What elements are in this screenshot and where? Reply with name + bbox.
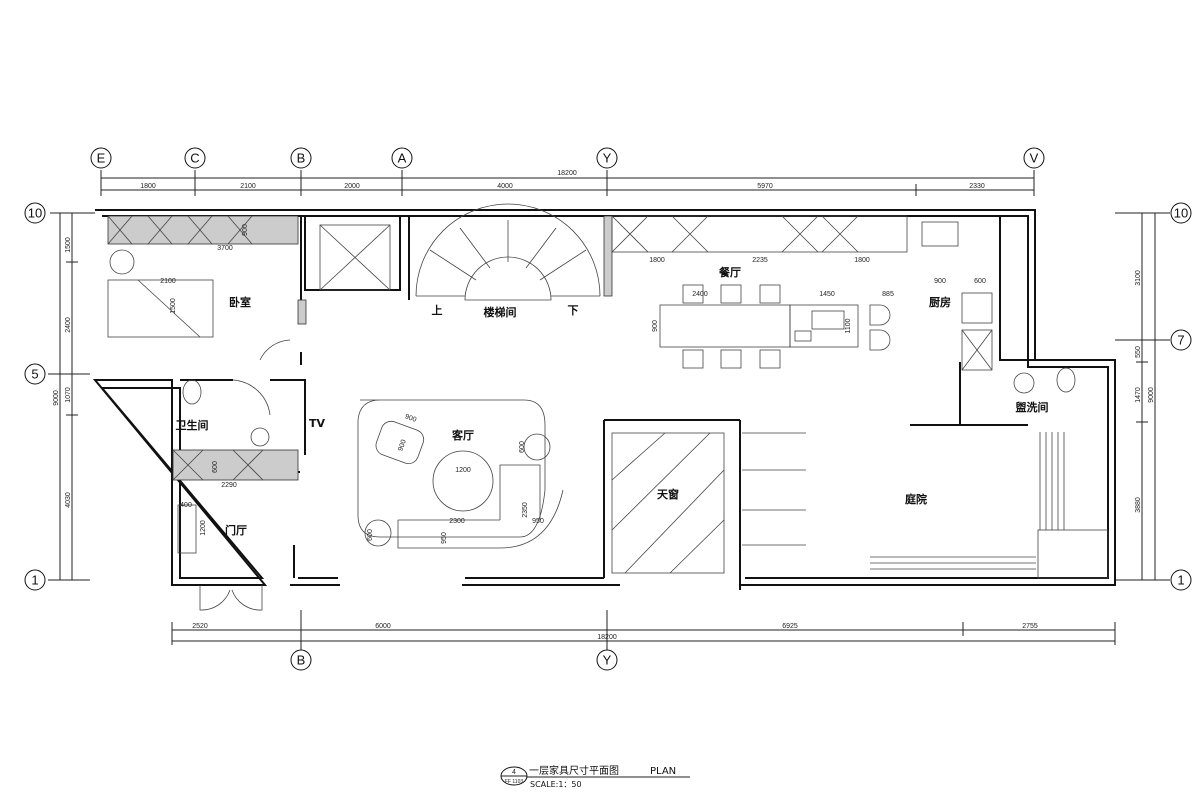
room-stair: 楼梯间	[484, 305, 517, 319]
dim: 1500	[170, 298, 177, 314]
dim: 2350	[522, 502, 529, 518]
dim-right: 3880	[1135, 497, 1142, 513]
dim-top: 2330	[969, 183, 985, 190]
dim: 600	[974, 278, 986, 285]
drawing-label: PLAN	[650, 766, 676, 777]
coffee-table	[432, 450, 494, 512]
bottom-dimensions: 2520 6000 6925 2755 18200 B Y	[171, 610, 1116, 671]
dim-right: 3100	[1135, 270, 1142, 286]
dim: 1100	[845, 318, 852, 333]
dim: 600	[367, 529, 374, 541]
top-axis-bubbles: E C B A Y V	[90, 147, 1045, 169]
axis-label: A	[398, 151, 407, 166]
dim-left-total: 9000	[53, 390, 60, 406]
dim: 2400	[692, 291, 708, 298]
room-courtyard: 庭院	[905, 492, 927, 506]
dim-top: 4000	[497, 183, 513, 190]
dim: 600	[212, 461, 219, 473]
axis-label: 5	[31, 367, 38, 382]
axis-label: Y	[603, 653, 612, 668]
dim: 600	[519, 441, 526, 453]
axis-label: E	[97, 151, 106, 166]
dim: 900	[652, 320, 659, 332]
axis-label: V	[1030, 151, 1039, 166]
dim-bottom-total: 18200	[597, 634, 617, 641]
dim: 1450	[819, 291, 835, 298]
kitchen-island	[789, 304, 859, 348]
axis-label: C	[190, 151, 199, 166]
right-dimensions: 3100 550 1470 9000 3880 10 7 1	[1115, 202, 1192, 591]
room-foyer: 门厅	[225, 523, 247, 537]
dim: 900	[397, 439, 408, 452]
dim-left: 4030	[65, 492, 72, 508]
dim-top: 1800	[140, 183, 156, 190]
dim: 900	[404, 413, 417, 424]
axis-label: Y	[603, 151, 612, 166]
axis-label: 7	[1177, 333, 1184, 348]
room-skylight: 天窗	[657, 487, 679, 501]
room-kitchen: 厨房	[929, 295, 951, 309]
dim-left: 2400	[65, 317, 72, 333]
axis-label: B	[297, 151, 306, 166]
room-living: 客厅	[451, 428, 474, 442]
dim-right-total: 9000	[1148, 387, 1155, 403]
room-bedroom: 卧室	[229, 295, 251, 309]
room-labels: 卧室 楼梯间 上 下 餐厅 厨房 盥洗间 卫生间 TV 客厅 门厅 天窗 庭院	[176, 265, 1049, 537]
dim: 1800	[649, 257, 665, 264]
dim: 2290	[221, 482, 237, 489]
sheet-number: 4	[512, 769, 516, 776]
top-dimensions: 18200 1800 2100 2000 4000 5970 2330	[100, 170, 1035, 196]
axis-label: 1	[31, 573, 38, 588]
dim: 900	[934, 278, 946, 285]
axis-label: B	[297, 653, 306, 668]
room-bathroom: 卫生间	[176, 418, 209, 432]
dim: 2235	[752, 257, 768, 264]
dim: 1200	[455, 467, 471, 474]
dim-bottom: 6000	[375, 623, 391, 630]
dim: 400	[180, 502, 192, 509]
axis-label: 10	[28, 206, 42, 221]
dim: 2100	[160, 278, 176, 285]
dim-bottom: 2755	[1022, 623, 1038, 630]
dim-top: 2100	[240, 183, 256, 190]
dim-left: 1070	[65, 387, 72, 403]
axis-label: 1	[1177, 573, 1184, 588]
axis-label: 10	[1174, 206, 1188, 221]
dining-table	[659, 304, 791, 348]
furniture	[107, 203, 1109, 611]
dim: 950	[532, 518, 544, 525]
dim: 1200	[200, 520, 207, 536]
walls	[92, 209, 1116, 590]
drawing-title: 一层家具尺寸平面图	[529, 764, 619, 777]
title-block: 4 FF 1103 一层家具尺寸平面图 PLAN SCALE:1：50	[500, 764, 690, 789]
dim: 900	[242, 224, 249, 236]
dim-bottom: 2520	[192, 623, 208, 630]
stair-up: 上	[432, 303, 443, 317]
skylight-frame	[611, 432, 725, 574]
room-washroom: 盥洗间	[1016, 400, 1049, 414]
stair-down: 下	[568, 304, 579, 317]
drawing-scale: SCALE:1：50	[530, 780, 582, 789]
dim-bottom: 6925	[782, 623, 798, 630]
dim-right: 1470	[1135, 387, 1142, 403]
dim: 950	[441, 532, 448, 544]
dim: 1800	[854, 257, 870, 264]
left-dimensions: 1500 2400 1070 9000 4030 10 5 1	[24, 202, 95, 591]
dim-top: 2000	[344, 183, 360, 190]
bed	[107, 279, 214, 338]
dim: 2300	[449, 518, 465, 525]
dim-right: 550	[1135, 346, 1142, 358]
dim-left: 1500	[65, 237, 72, 253]
tv-label: TV	[309, 417, 326, 430]
dim: 3700	[217, 245, 233, 252]
dim: 885	[882, 291, 894, 298]
room-dining: 餐厅	[718, 265, 741, 279]
dim-top: 5970	[757, 183, 773, 190]
furniture-dimensions: 3700 900 2100 1500 1800 2235 1800 2400 1…	[160, 224, 986, 544]
sheet-ref: FF 1103	[505, 779, 523, 785]
dim-top-total: 18200	[557, 170, 577, 177]
